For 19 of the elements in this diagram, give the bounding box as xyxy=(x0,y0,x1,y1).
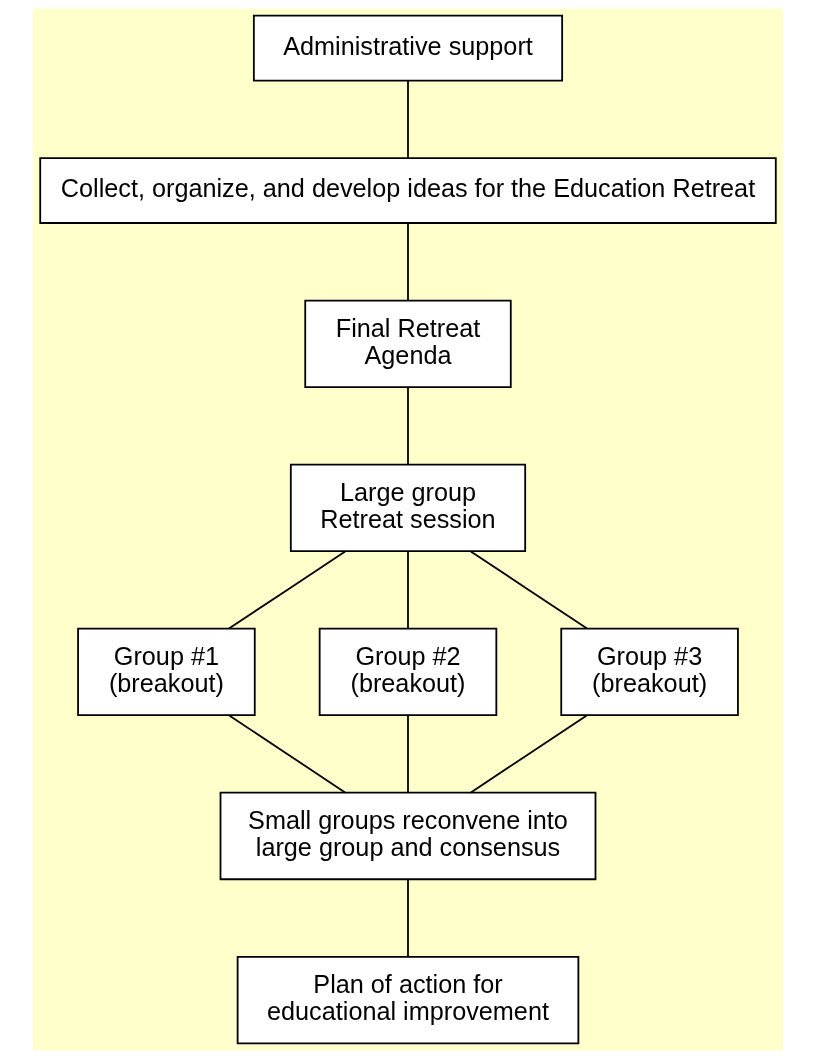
connector xyxy=(228,550,347,630)
node-box: Collect, organize, and develop ideas for the Education Retreat xyxy=(39,157,777,224)
node-box: Administrative support xyxy=(252,14,564,82)
node-box: Large group Retreat session xyxy=(289,463,527,553)
connector xyxy=(407,879,409,958)
node-box: Final Retreat Agenda xyxy=(304,299,512,388)
connector xyxy=(407,550,409,630)
connector xyxy=(407,386,409,466)
connector xyxy=(407,79,409,159)
connector xyxy=(407,715,409,794)
connector xyxy=(469,550,588,630)
connector xyxy=(228,714,347,794)
node-box: Group #1 (breakout) xyxy=(77,627,256,717)
connector xyxy=(407,222,409,302)
node-box: Group #3 (breakout) xyxy=(560,627,739,717)
connector xyxy=(469,714,588,794)
node-box: Group #2 (breakout) xyxy=(318,627,498,717)
node-box: Small groups reconvene into large group and consensus xyxy=(219,791,597,881)
node-box: Plan of action for educational improvement xyxy=(236,955,580,1045)
